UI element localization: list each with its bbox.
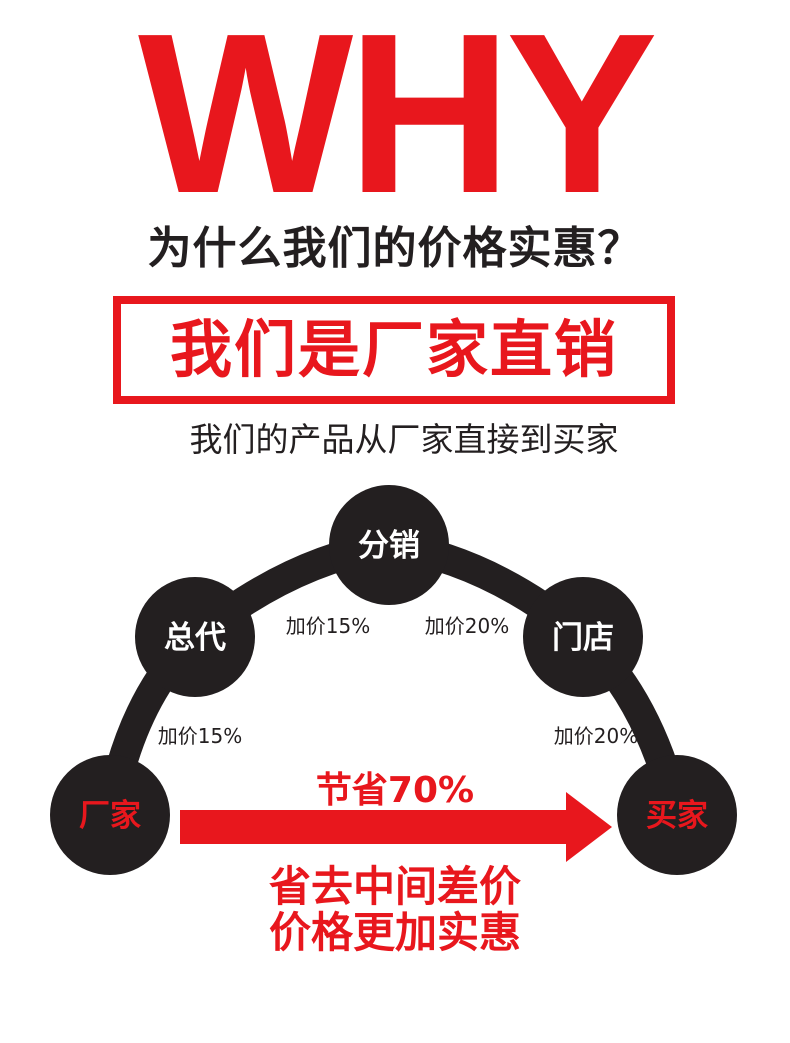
arrow-head	[566, 792, 612, 862]
node-buyer: 买家	[617, 755, 737, 875]
node-distributor: 分销	[329, 485, 449, 605]
banner-inner: 我们是厂家直销	[121, 304, 667, 396]
node-distributor-circle	[329, 485, 449, 605]
direct-arrow	[180, 792, 612, 862]
node-buyer-label: 买家	[646, 798, 708, 834]
node-store-circle	[523, 577, 643, 697]
node-store-label: 门店	[552, 620, 614, 656]
node-factory-circle	[50, 755, 170, 875]
node-factory: 厂家	[50, 755, 170, 875]
markup-label-store-buyer: 加价20%	[554, 724, 638, 748]
node-store: 门店	[523, 577, 643, 697]
result-line-2: 价格更加实惠	[268, 908, 521, 957]
factory-direct-banner: 我们是厂家直销	[113, 296, 675, 404]
node-distributor-label: 分销	[358, 528, 420, 564]
markup-label-factory-agent: 加价15%	[158, 724, 242, 748]
question-heading: 为什么我们的价格实惠？	[147, 223, 643, 274]
node-general-agent-label: 总代	[164, 620, 226, 656]
markup-label-distributor-store: 加价20%	[425, 614, 509, 638]
subtitle: 我们的产品从厂家直接到买家	[189, 420, 619, 459]
banner-text: 我们是厂家直销	[169, 313, 618, 386]
arrow-shaft	[180, 810, 572, 844]
saving-label: 节省70%	[315, 770, 475, 811]
result-line-1: 省去中间差价	[268, 862, 521, 911]
node-factory-label: 厂家	[79, 798, 141, 834]
node-general-agent-circle	[135, 577, 255, 697]
why-heading: WHY	[138, 0, 658, 241]
node-buyer-circle	[617, 755, 737, 875]
markup-label-agent-distributor: 加价15%	[286, 614, 370, 638]
result-text: 省去中间差价 价格更加实惠	[0, 864, 790, 956]
node-general-agent: 总代	[135, 577, 255, 697]
